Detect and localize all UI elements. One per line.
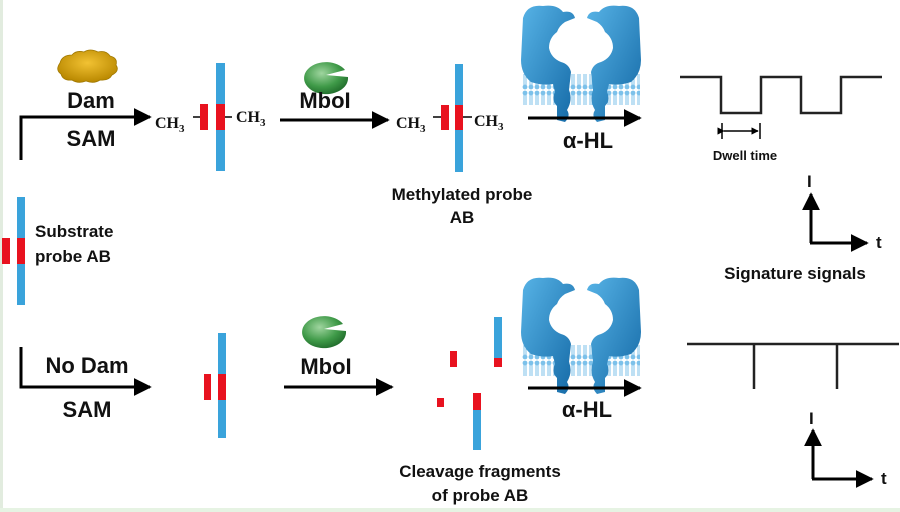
alpha-hl-label-top: α-HL xyxy=(562,128,614,153)
dwell-time-indicator xyxy=(717,123,761,139)
cleavage-label-2: of probe AB xyxy=(431,486,529,505)
methyl-left-2: CH3 xyxy=(396,115,426,135)
sam-label-top: SAM xyxy=(66,126,116,151)
mboi-label-top: MboI xyxy=(299,88,351,113)
bottom-reaction-arrow xyxy=(19,347,152,396)
substrate-label-1: Substrate xyxy=(35,222,114,241)
methyl-text: CH xyxy=(155,115,179,132)
unmethylated-probe xyxy=(204,333,226,438)
alpha-hl-label-bottom: α-HL xyxy=(561,397,613,422)
left-edge xyxy=(0,0,3,512)
cleavage-label-1: Cleavage fragments xyxy=(399,462,561,481)
dwell-time-label: Dwell time xyxy=(712,148,778,163)
methyl-left-1: CH3 xyxy=(155,115,185,135)
dam-label: Dam xyxy=(67,88,115,113)
axis-t-label-top: t xyxy=(876,233,882,252)
axes-icon-top xyxy=(802,192,869,252)
cleavage-fragments xyxy=(437,317,502,450)
signature-signals-title: Signature signals xyxy=(724,264,866,283)
alpha-hl-pore-bottom xyxy=(521,277,641,394)
sam-label-bottom: SAM xyxy=(62,397,112,422)
signal-trace-bottom xyxy=(687,342,899,389)
methyl-text: CH xyxy=(236,109,260,126)
methylated-probe-2 xyxy=(433,64,472,172)
methylated-probe-label-2: AB xyxy=(449,208,475,227)
axis-i-label-bottom: I xyxy=(809,409,814,428)
top-reaction-arrow xyxy=(19,108,152,160)
methyl-text: CH xyxy=(474,113,498,130)
mboi-label-bottom: MboI xyxy=(300,354,352,379)
substrate-probe xyxy=(2,197,25,305)
no-dam-label: No Dam xyxy=(45,353,129,378)
methyl-right-2: CH3 xyxy=(474,113,504,133)
methylated-probe-label-1: Methylated probe xyxy=(391,185,533,204)
methyl-sub: 3 xyxy=(179,123,185,136)
dam-enzyme-icon xyxy=(57,49,118,83)
methylated-probe-1 xyxy=(193,63,232,171)
substrate-label-2: probe AB xyxy=(35,247,111,266)
mboi-enzyme-icon-top xyxy=(304,62,349,95)
axis-t-label-bottom: t xyxy=(881,469,887,488)
methyl-sub: 3 xyxy=(498,121,504,134)
bottom-edge xyxy=(0,508,900,512)
methyl-sub: 3 xyxy=(420,123,426,136)
methyl-sub: 3 xyxy=(260,117,266,130)
mboi-enzyme-icon-bottom xyxy=(302,316,347,349)
axis-i-label-top: I xyxy=(807,172,812,191)
axes-icon-bottom xyxy=(804,428,874,488)
alpha-hl-pore-top xyxy=(521,5,641,123)
methyl-right-1: CH3 xyxy=(236,109,266,129)
methyl-text: CH xyxy=(396,115,420,132)
signal-trace-top xyxy=(680,75,882,115)
